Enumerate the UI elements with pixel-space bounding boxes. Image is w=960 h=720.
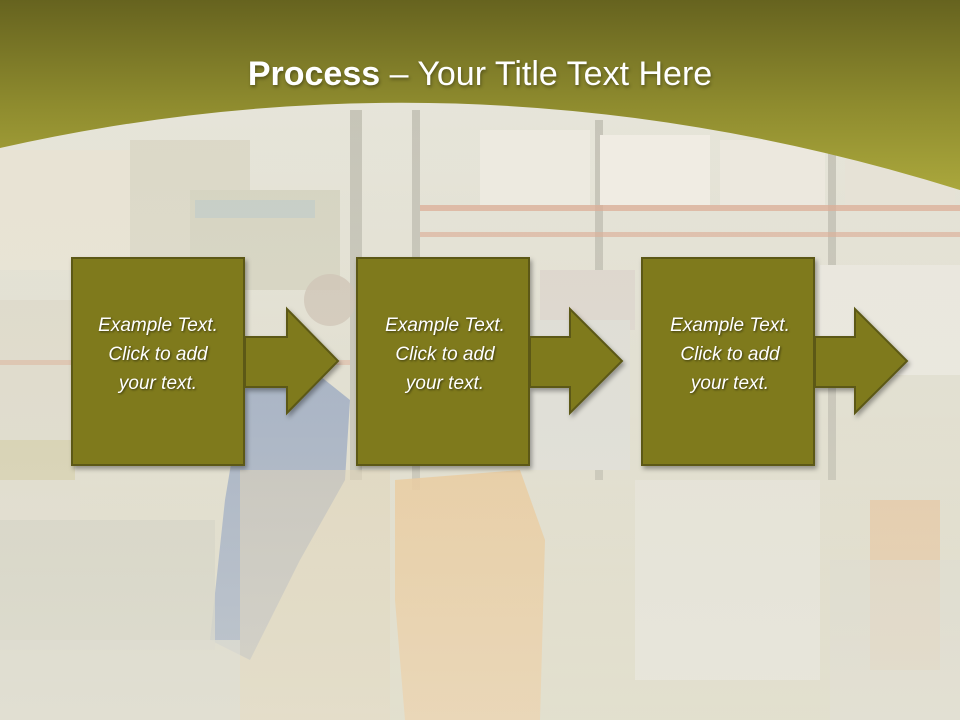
- step-2-line-3: your text.: [405, 373, 485, 394]
- process-step-1-shape[interactable]: [71, 257, 340, 466]
- process-step-2-shape[interactable]: [356, 257, 624, 466]
- process-step-1-text[interactable]: Example Text. Click to add your text.: [72, 311, 244, 398]
- step-1-line-3: your text.: [118, 373, 198, 394]
- process-step-3-text[interactable]: Example Text. Click to add your text.: [644, 311, 816, 398]
- step-2-line-1: Example Text.: [385, 315, 505, 336]
- process-step-3-shape[interactable]: [641, 257, 909, 466]
- process-step-2-text[interactable]: Example Text. Click to add your text.: [359, 311, 531, 398]
- step-3-line-3: your text.: [690, 373, 770, 394]
- step-1-line-1: Example Text.: [98, 315, 218, 336]
- slide-title-rest: – Your Title Text Here: [380, 55, 713, 93]
- slide-title-bold: Process: [247, 55, 381, 93]
- step-3-line-2: Click to add: [680, 344, 780, 365]
- slide-title[interactable]: Process – Your Title Text Here: [0, 52, 960, 96]
- step-1-line-2: Click to add: [108, 344, 208, 365]
- step-2-line-2: Click to add: [395, 344, 495, 365]
- step-3-line-1: Example Text.: [670, 315, 790, 336]
